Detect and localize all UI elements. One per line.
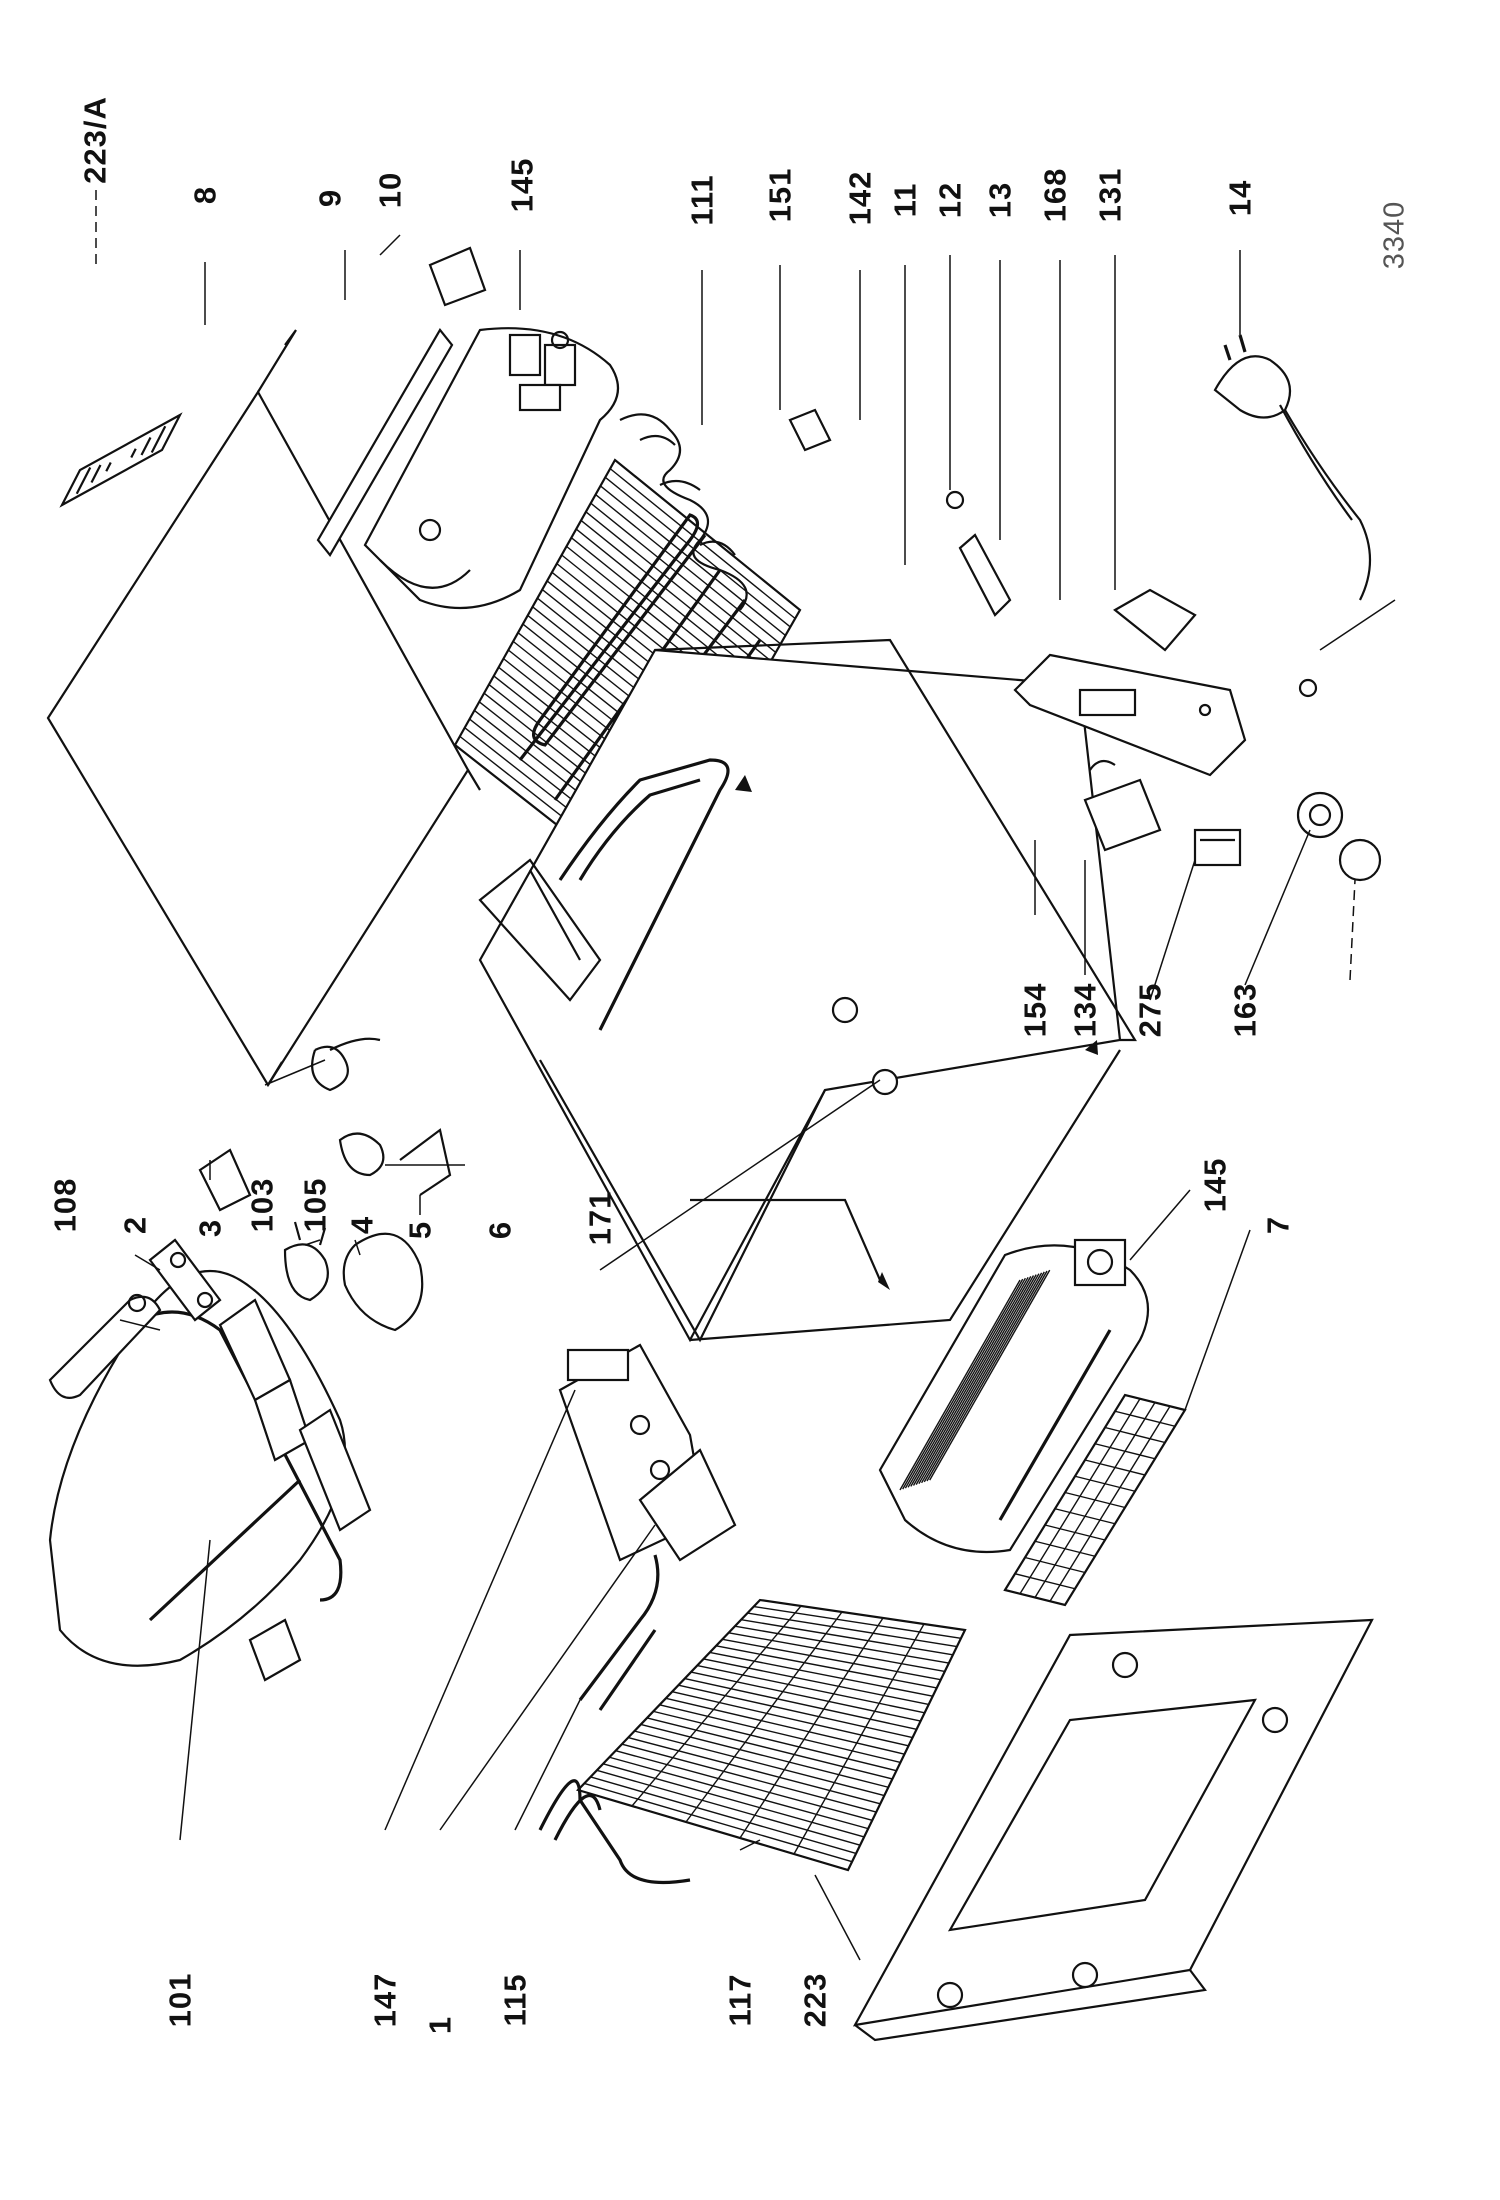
- label-142: 142: [842, 170, 878, 226]
- cabinet-housing: [478, 638, 1137, 1343]
- mounting-strip: [316, 328, 454, 557]
- label-147: 147: [367, 1972, 403, 2028]
- label-163: 163: [1227, 982, 1263, 1038]
- cover-4: [342, 1232, 424, 1332]
- label-12: 12: [932, 181, 968, 219]
- label-6: 6: [482, 1220, 518, 1240]
- blower-fan-145: [878, 1238, 1150, 1554]
- refrigerant-tube: [478, 758, 730, 1031]
- bushing-12: [945, 490, 965, 510]
- label-14: 14: [1222, 179, 1258, 217]
- label-115: 115: [497, 1973, 533, 2027]
- control-bracket-168: [1013, 653, 1247, 777]
- mounting-bracket-147: [558, 1343, 737, 1562]
- label-223: 223: [797, 1972, 833, 2028]
- label-2: 2: [117, 1215, 153, 1235]
- label-4: 4: [344, 1215, 380, 1235]
- label-10: 10: [372, 171, 408, 209]
- drain-tube-115: [578, 1554, 660, 1711]
- label-108: 108: [47, 1177, 83, 1233]
- knob-275: [1296, 791, 1344, 839]
- label-154: 154: [1017, 982, 1053, 1038]
- label-105: 105: [297, 1177, 333, 1233]
- label-103: 103: [244, 1177, 280, 1233]
- label-9: 9: [312, 188, 348, 208]
- top-cover-panel: [46, 329, 481, 1088]
- holder-13: [958, 533, 1012, 617]
- label-151: 151: [762, 167, 798, 223]
- label-145-mid: 145: [1197, 1157, 1233, 1213]
- clip-3: [198, 1148, 252, 1212]
- label-134: 134: [1067, 982, 1103, 1038]
- bracket-10: [428, 246, 487, 307]
- label-131: 131: [1092, 167, 1128, 223]
- label-223a: 223/A: [77, 96, 113, 184]
- label-168: 168: [1037, 167, 1073, 223]
- label-5: 5: [402, 1220, 438, 1240]
- label-275: 275: [1132, 982, 1168, 1038]
- grille-223a: [59, 412, 183, 508]
- label-7: 7: [1260, 1215, 1296, 1235]
- switch-134: [1193, 828, 1242, 867]
- power-plug-14: [1213, 334, 1372, 601]
- label-145-top: 145: [504, 157, 540, 213]
- label-111: 111: [684, 174, 720, 226]
- label-13: 13: [982, 181, 1018, 219]
- label-8: 8: [187, 185, 223, 205]
- label-101: 101: [162, 1972, 198, 2028]
- thermostat-154: [1083, 759, 1162, 852]
- relay-2: [148, 1238, 222, 1322]
- fan-motor-top: [363, 327, 620, 610]
- knob-163: [1298, 678, 1382, 882]
- label-171: 171: [582, 1190, 618, 1246]
- spring-clip-5: [399, 1128, 452, 1196]
- label-117: 117: [722, 1973, 758, 2027]
- plate-6: [338, 1132, 385, 1177]
- clip-151: [788, 408, 832, 452]
- front-panel-223: [852, 1618, 1374, 2042]
- compressor-101: [48, 1270, 372, 1682]
- wire-103: [311, 1037, 381, 1092]
- coil-tubes: [619, 413, 748, 611]
- label-3: 3: [192, 1218, 228, 1238]
- label-1: 1: [422, 2015, 458, 2035]
- switch-131: [1113, 588, 1197, 652]
- capacitor-108: [48, 1293, 162, 1399]
- overload-105: [283, 1221, 329, 1302]
- condenser-117: [538, 1598, 967, 1884]
- drawing-number: 3340: [1378, 200, 1411, 270]
- leader-lines: [95, 190, 1396, 1961]
- label-11: 11: [887, 182, 923, 218]
